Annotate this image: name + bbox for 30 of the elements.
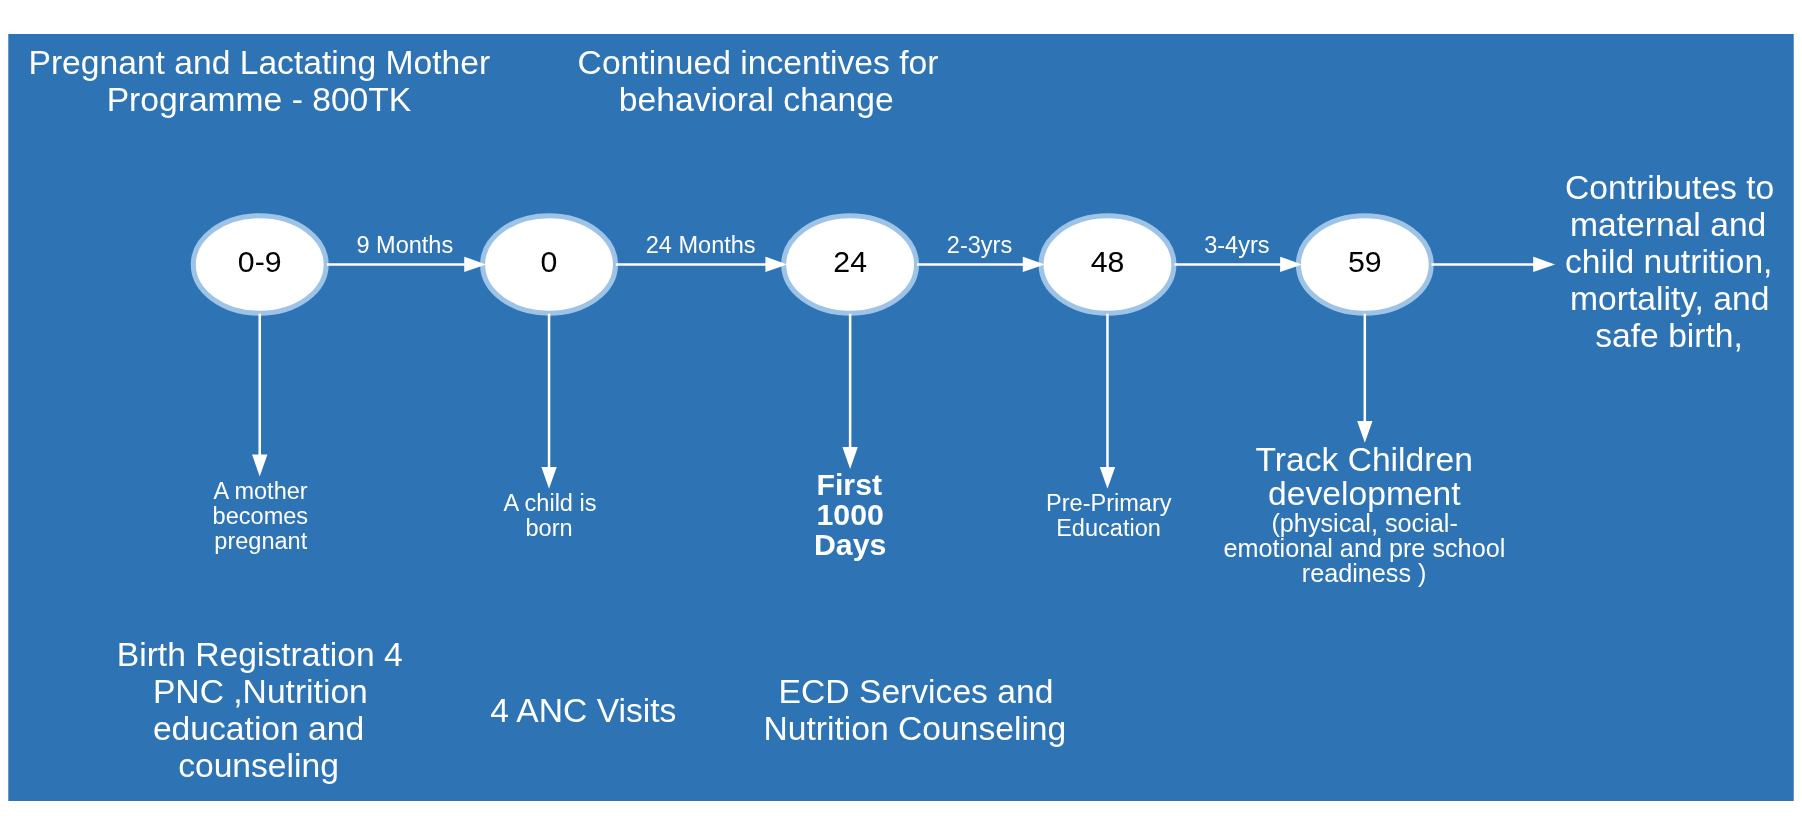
node-text: Pre-Primary Education	[1046, 489, 1172, 541]
edge-label: 24 Months	[645, 231, 756, 258]
node-ellipse: 48	[1038, 212, 1177, 316]
node-text: A mother becomes pregnant	[212, 477, 309, 554]
node-ellipse: 24	[781, 212, 920, 316]
label: ECD Services and Nutrition Counseling	[763, 672, 1067, 747]
edge-label: 2-3yrs	[946, 231, 1013, 258]
edge-label: 9 Months	[356, 231, 454, 258]
arrow	[541, 313, 557, 489]
node-text: A child is born	[503, 489, 597, 541]
arrow	[1357, 313, 1373, 443]
node-ellipse: 59	[1295, 212, 1434, 316]
edge-label: 3-4yrs	[1204, 231, 1270, 258]
label: Continued incentives for behavioral change	[577, 43, 939, 118]
label: Pregnant and Lactating Mother Programme - 800TK	[28, 43, 491, 118]
label: 4 ANC Visits	[490, 691, 677, 729]
arrow	[842, 313, 858, 469]
label: Birth Registration 4 PNC ,Nutrition education and counseling	[116, 635, 403, 784]
node-ellipse: 0-9	[190, 212, 329, 316]
node-text: Track Children development (physical, social-emotional and pre school readiness )	[1223, 440, 1506, 587]
arrow	[1174, 256, 1303, 272]
arrow	[917, 256, 1045, 272]
arrow	[615, 256, 788, 272]
node-text: Contributes to maternal and child nutrition, mortality, and safe birth,	[1564, 168, 1775, 354]
arrow	[326, 256, 487, 272]
node-text: First 1000 Days	[813, 467, 887, 561]
node-ellipse: 0	[480, 212, 618, 316]
arrow	[252, 313, 268, 476]
arrow	[1431, 256, 1556, 272]
arrow	[1099, 313, 1116, 489]
